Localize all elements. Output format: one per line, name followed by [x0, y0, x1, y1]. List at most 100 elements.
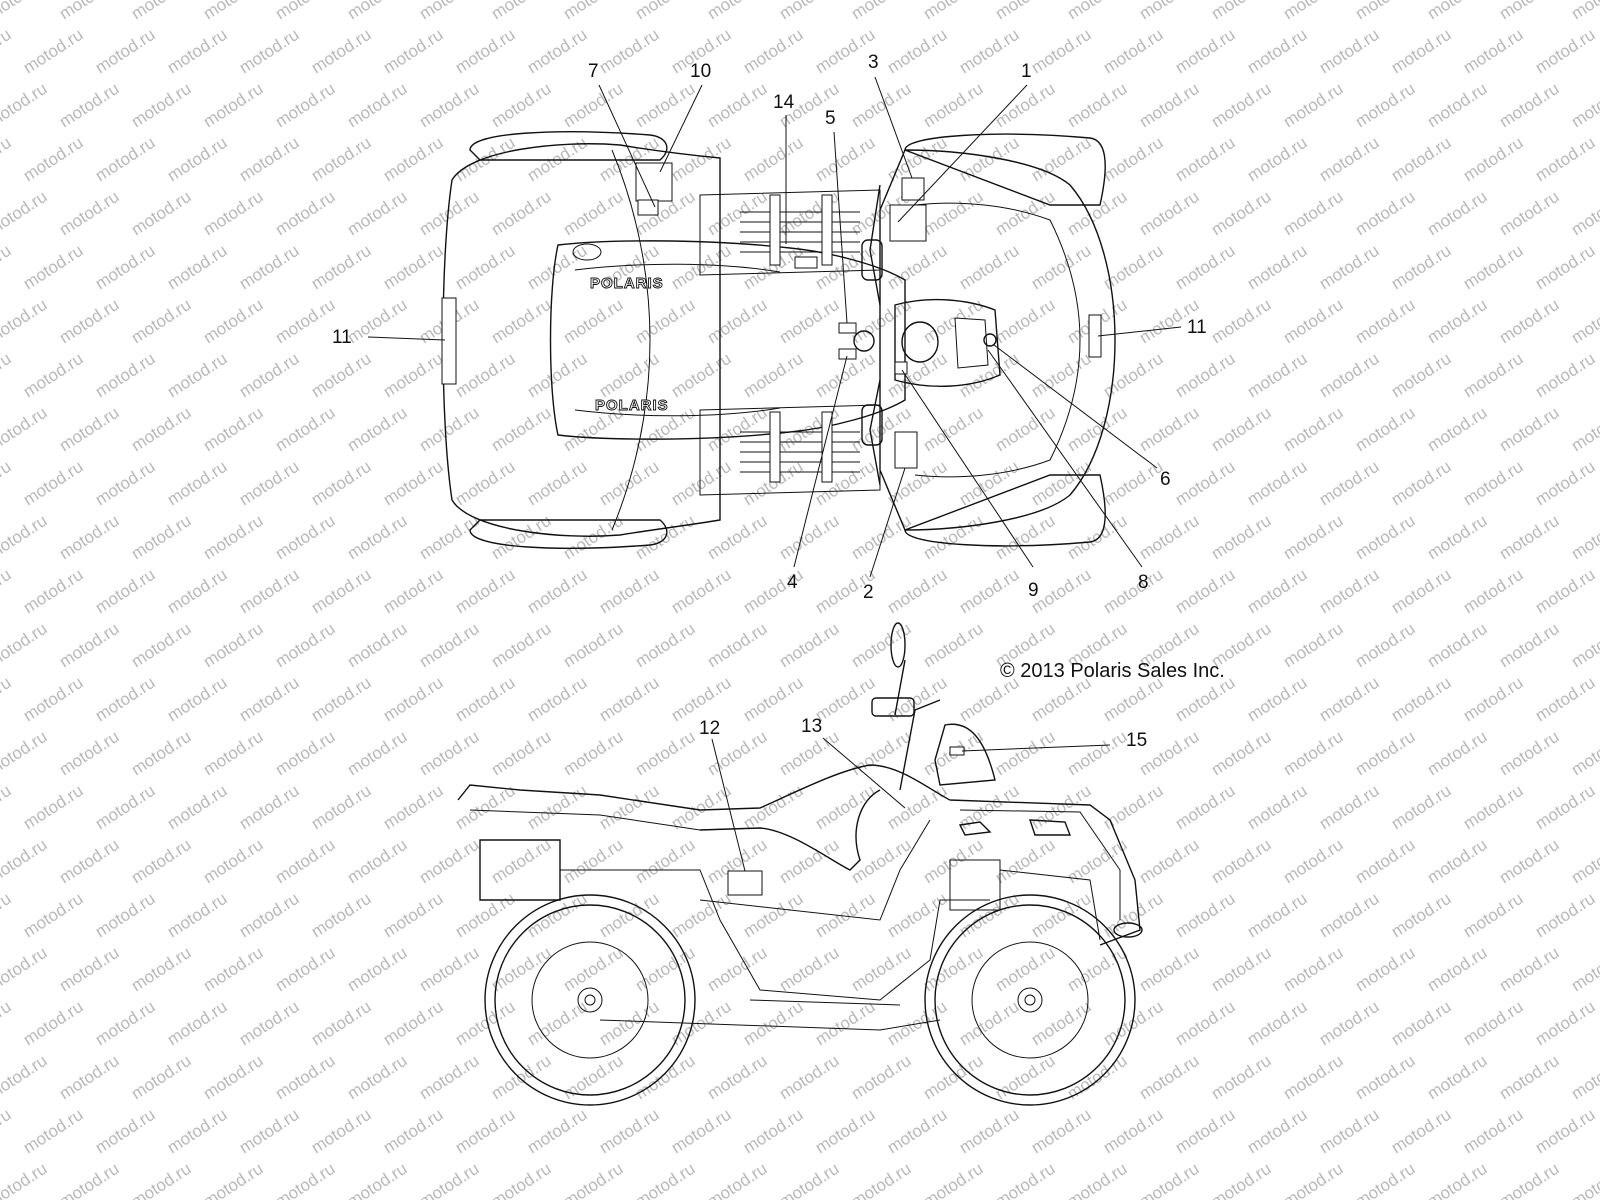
watermark-text: motod.ru — [1460, 781, 1527, 833]
watermark-text: motod.ru — [1244, 457, 1311, 509]
watermark-text: motod.ru — [1460, 133, 1527, 185]
watermark-text: motod.ru — [128, 187, 195, 239]
watermark-text: motod.ru — [740, 25, 807, 77]
watermark-text: motod.ru — [236, 781, 303, 833]
watermark-text: motod.ru — [1316, 997, 1383, 1049]
watermark-text: motod.ru — [1136, 79, 1203, 131]
watermark-text: motod.ru — [740, 133, 807, 185]
watermark-text: motod.ru — [1532, 349, 1599, 401]
watermark-text: motod.ru — [1244, 565, 1311, 617]
watermark-text: motod.ru — [308, 1105, 375, 1157]
watermark-text: motod.ru — [1532, 241, 1599, 293]
watermark-text: motod.ru — [164, 457, 231, 509]
watermark-text: motod.ru — [1424, 0, 1491, 23]
watermark-text: motod.ru — [956, 1105, 1023, 1157]
callout-9: 9 — [1028, 580, 1039, 601]
watermark-text: motod.ru — [1424, 511, 1491, 563]
watermark-text: motod.ru — [1496, 727, 1563, 779]
watermark-text: motod.ru — [1424, 727, 1491, 779]
callout-8: 8 — [1138, 572, 1149, 593]
watermark-text: motod.ru — [704, 79, 771, 131]
watermark-text: motod.ru — [992, 1159, 1059, 1200]
watermark-text: motod.ru — [1532, 889, 1599, 941]
watermark-text: motod.ru — [920, 79, 987, 131]
watermark-text: motod.ru — [344, 295, 411, 347]
watermark-text: motod.ru — [776, 295, 843, 347]
watermark-text: motod.ru — [344, 835, 411, 887]
decal-14 — [794, 256, 818, 269]
watermark-text: motod.ru — [632, 727, 699, 779]
watermark-text: motod.ru — [128, 943, 195, 995]
watermark-text: motod.ru — [704, 1051, 771, 1103]
watermark-text: motod.ru — [272, 619, 339, 671]
watermark-text: motod.ru — [272, 1159, 339, 1200]
watermark-text: motod.ru — [1280, 0, 1347, 23]
watermark-text: motod.ru — [1496, 835, 1563, 887]
watermark-text: motod.ru — [1496, 403, 1563, 455]
watermark-text: motod.ru — [20, 457, 87, 509]
watermark-text: motod.ru — [1172, 781, 1239, 833]
watermark-text: motod.ru — [164, 241, 231, 293]
watermark-text: motod.ru — [128, 79, 195, 131]
watermark-text: motod.ru — [128, 295, 195, 347]
watermark-text: motod.ru — [20, 133, 87, 185]
watermark-text: motod.ru — [524, 997, 591, 1049]
callouts: 1 2 3 4 5 6 7 8 9 10 11 11 12 13 14 15 — [332, 52, 1207, 751]
callout-2: 2 — [863, 582, 874, 603]
watermark-text: motod.ru — [0, 1159, 50, 1200]
watermark-text: motod.ru — [416, 187, 483, 239]
watermark-text: motod.ru — [596, 673, 663, 725]
watermark-text: motod.ru — [236, 673, 303, 725]
watermark-text: motod.ru — [452, 133, 519, 185]
watermark-text: motod.ru — [1244, 25, 1311, 77]
watermark-text: motod.ru — [1244, 889, 1311, 941]
watermark-text: motod.ru — [416, 727, 483, 779]
watermark-text: motod.ru — [956, 133, 1023, 185]
watermark-text: motod.ru — [560, 0, 627, 23]
watermark-text: motod.ru — [848, 1159, 915, 1200]
watermark-text: motod.ru — [488, 0, 555, 23]
watermark-text: motod.ru — [164, 349, 231, 401]
watermark-text: motod.ru — [992, 187, 1059, 239]
watermark-text: motod.ru — [1100, 1105, 1167, 1157]
watermark-text: motod.ru — [20, 673, 87, 725]
watermark-text: motod.ru — [200, 835, 267, 887]
watermark-text: motod.ru — [128, 1159, 195, 1200]
leader-lines — [367, 76, 1182, 872]
right-footrest — [699, 404, 881, 496]
watermark-text: motod.ru — [1568, 403, 1600, 455]
watermark-text: motod.ru — [416, 1051, 483, 1103]
watermark-text: motod.ru — [524, 457, 591, 509]
watermark-text: motod.ru — [1424, 1159, 1491, 1200]
watermark-text: motod.ru — [1208, 403, 1275, 455]
watermark-text: motod.ru — [1316, 349, 1383, 401]
watermark-text: motod.ru — [20, 565, 87, 617]
watermark-text: motod.ru — [668, 241, 735, 293]
watermark-text: motod.ru — [1388, 457, 1455, 509]
watermark-text: motod.ru — [740, 889, 807, 941]
watermark-text: motod.ru — [1388, 673, 1455, 725]
callout-13: 13 — [801, 716, 822, 737]
watermark-text: motod.ru — [236, 565, 303, 617]
watermark-text: motod.ru — [0, 673, 14, 725]
watermark-text: motod.ru — [1208, 295, 1275, 347]
callout-12: 12 — [699, 718, 720, 739]
watermark-text: motod.ru — [1568, 187, 1600, 239]
watermark-text: motod.ru — [1136, 403, 1203, 455]
watermark-text: motod.ru — [164, 997, 231, 1049]
watermark-text: motod.ru — [1352, 1159, 1419, 1200]
copyright-notice: © 2013 Polaris Sales Inc. — [1000, 660, 1225, 682]
watermark-text: motod.ru — [308, 349, 375, 401]
watermark-text: motod.ru — [1244, 997, 1311, 1049]
watermark-text: motod.ru — [776, 1051, 843, 1103]
watermark-text: motod.ru — [272, 295, 339, 347]
watermark-text: motod.ru — [1136, 1159, 1203, 1200]
watermark-text: motod.ru — [776, 619, 843, 671]
watermark-text: motod.ru — [1028, 781, 1095, 833]
watermark-text: motod.ru — [1172, 349, 1239, 401]
watermark-text: motod.ru — [920, 835, 987, 887]
watermark-text: motod.ru — [1028, 889, 1095, 941]
watermark-text: motod.ru — [272, 727, 339, 779]
watermark-text: motod.ru — [992, 835, 1059, 887]
